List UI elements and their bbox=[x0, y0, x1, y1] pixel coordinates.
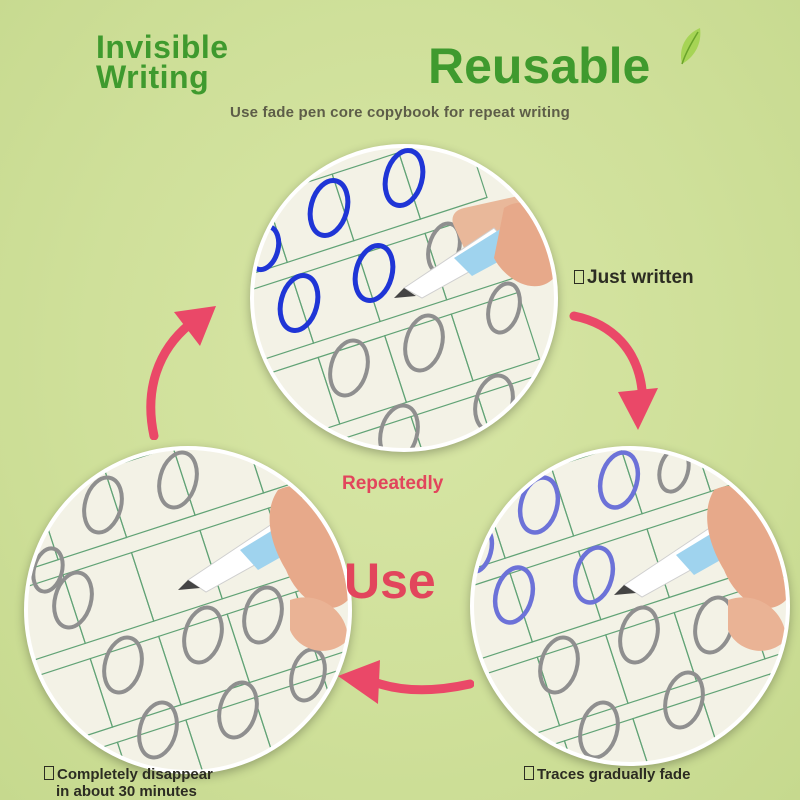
title-reusable: Reusable bbox=[428, 38, 651, 94]
box-marker-icon bbox=[574, 270, 584, 284]
caption-disappear: Completely disappear in about 30 minutes bbox=[44, 766, 213, 800]
sample-disappeared bbox=[24, 446, 352, 774]
title-invisible-writing: Invisible Writing bbox=[96, 29, 229, 95]
caption-disappear-line-2: in about 30 minutes bbox=[56, 783, 197, 800]
caption-traces-fade: Traces gradually fade bbox=[524, 766, 690, 783]
title-line-1: Invisible bbox=[96, 29, 229, 65]
pen bbox=[614, 485, 786, 651]
caption-just-written-text: Just written bbox=[587, 267, 694, 288]
leaf-icon bbox=[680, 28, 701, 65]
box-marker-icon bbox=[524, 766, 534, 780]
caption-traces-fade-text: Traces gradually fade bbox=[537, 766, 691, 783]
caption-just-written: Just written bbox=[574, 267, 694, 289]
cycle-arrow-left-up bbox=[146, 306, 216, 440]
subtitle: Use fade pen core copybook for repeat wr… bbox=[230, 104, 570, 121]
cycle-arrow-top-right bbox=[569, 311, 658, 430]
sample-fading bbox=[470, 446, 790, 766]
pen bbox=[394, 188, 554, 299]
cycle-arrow-bottom-left bbox=[338, 660, 474, 704]
center-use: Use bbox=[344, 553, 436, 609]
sample-just-written bbox=[250, 144, 558, 452]
box-marker-icon bbox=[44, 766, 54, 780]
center-repeatedly: Repeatedly bbox=[342, 473, 444, 494]
title-line-2: Writing bbox=[96, 59, 210, 95]
caption-disappear-line-1: Completely disappear bbox=[57, 766, 213, 783]
